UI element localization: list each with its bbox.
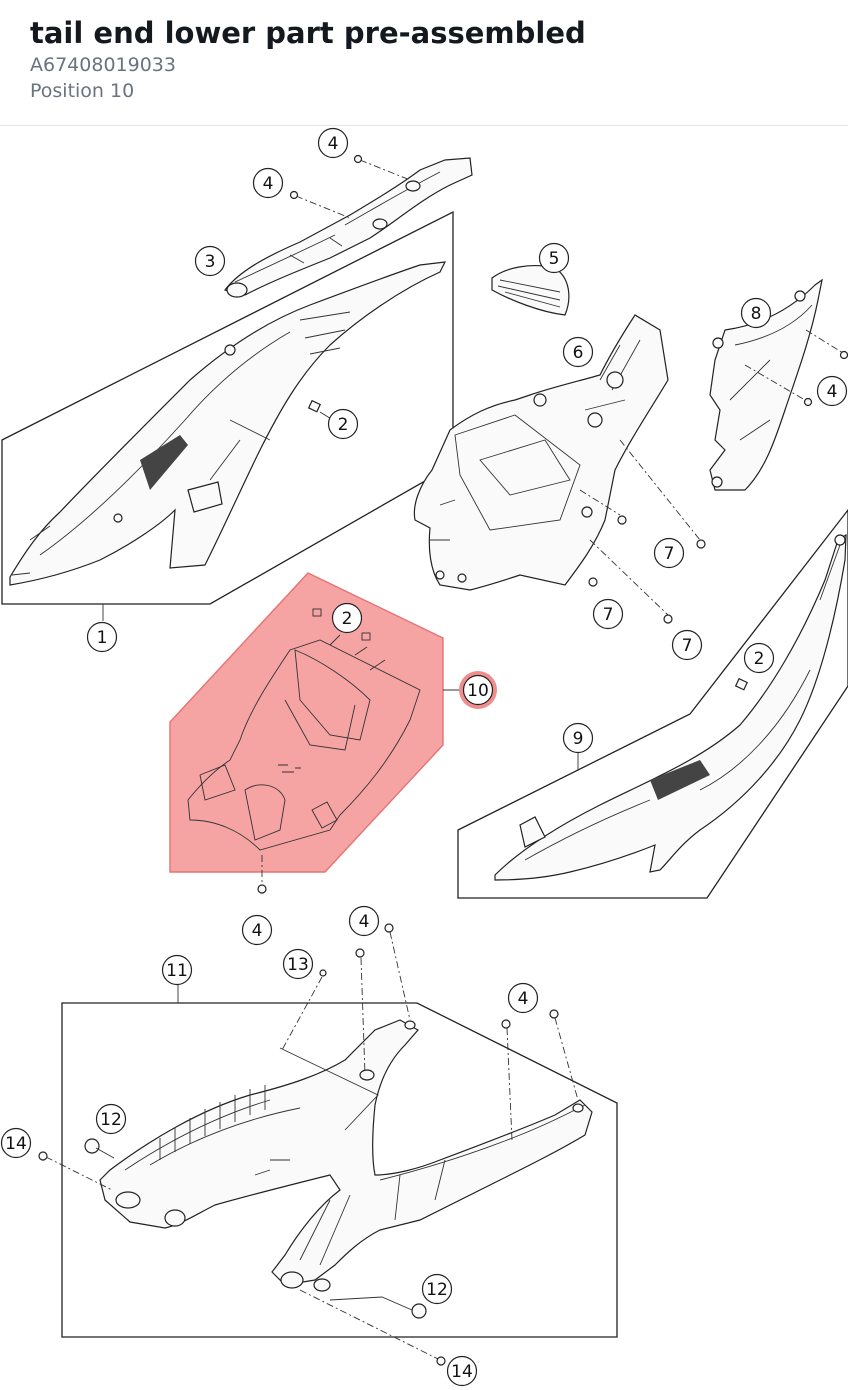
callout-c11[interactable]: 11 xyxy=(161,954,193,986)
callout-circle xyxy=(194,245,226,277)
callout-number: 1 xyxy=(97,628,108,648)
callout-circle xyxy=(252,167,284,199)
callout-c6[interactable]: 6 xyxy=(562,336,594,368)
callout-c3[interactable]: 3 xyxy=(194,245,226,277)
callout-c7c[interactable]: 7 xyxy=(671,629,703,661)
callout-number: 6 xyxy=(573,343,584,363)
group-11-frame xyxy=(61,1002,618,1338)
callout-circle xyxy=(816,375,848,407)
callout-c14a[interactable]: 14 xyxy=(0,1127,32,1159)
callout-circle xyxy=(562,722,594,754)
clip-part-2-left xyxy=(307,399,334,421)
callout-number: 9 xyxy=(573,729,584,749)
callout-number: 14 xyxy=(451,1362,473,1382)
callout-c4e[interactable]: 4 xyxy=(348,905,380,937)
callout-c4b[interactable]: 4 xyxy=(252,167,284,199)
callout-c10[interactable]: 10 xyxy=(459,671,497,709)
callout-circle xyxy=(317,127,349,159)
callout-number: 14 xyxy=(5,1134,27,1154)
callout-circle xyxy=(462,674,494,706)
callout-c7a[interactable]: 7 xyxy=(653,537,685,569)
group-1-frame xyxy=(1,210,454,605)
position-label: Position 10 xyxy=(30,80,135,102)
callout-number: 7 xyxy=(682,636,693,656)
callout-c1[interactable]: 1 xyxy=(86,621,118,653)
part-3-bracket[interactable] xyxy=(223,157,473,298)
callout-c2b[interactable]: 2 xyxy=(331,602,363,634)
callout-circle xyxy=(331,602,363,634)
callout-circle xyxy=(446,1355,478,1387)
callout-number: 4 xyxy=(263,174,274,194)
part-1-side-panel[interactable] xyxy=(9,261,447,586)
callout-number: 2 xyxy=(342,609,353,629)
callout-circle xyxy=(740,297,772,329)
part-8-bracket[interactable] xyxy=(709,278,823,491)
part-5-reflector[interactable] xyxy=(491,265,570,316)
bolts-part-6 xyxy=(579,439,706,624)
callout-number: 7 xyxy=(603,605,614,625)
callout-number: 4 xyxy=(518,989,529,1009)
callout-circle xyxy=(671,629,703,661)
callout-number: 12 xyxy=(100,1110,122,1130)
callout-circle xyxy=(743,642,775,674)
part-6-rear-frame[interactable] xyxy=(413,314,669,591)
callout-number: 4 xyxy=(328,134,339,154)
callout-c12a[interactable]: 12 xyxy=(95,1103,127,1135)
bolts-part-11 xyxy=(38,923,579,1366)
callout-circle xyxy=(562,336,594,368)
callout-c5[interactable]: 5 xyxy=(538,242,570,274)
callout-c2a[interactable]: 2 xyxy=(327,408,359,440)
callout-number: 3 xyxy=(205,252,216,272)
callout-c12b[interactable]: 12 xyxy=(421,1273,453,1305)
callout-circle xyxy=(507,982,539,1014)
bolts-part-8 xyxy=(744,329,848,407)
callout-number: 8 xyxy=(751,304,762,324)
callout-circle xyxy=(348,905,380,937)
bolt-part-10 xyxy=(257,855,267,894)
callout-number: 4 xyxy=(252,921,263,941)
callout-c8[interactable]: 8 xyxy=(740,297,772,329)
callout-circle xyxy=(592,598,624,630)
callout-circle xyxy=(327,408,359,440)
callout-circle xyxy=(161,954,193,986)
callout-circle xyxy=(653,537,685,569)
callout-c2c[interactable]: 2 xyxy=(743,642,775,674)
callout-number: 12 xyxy=(426,1280,448,1300)
part-10-tail-end-lower-part[interactable] xyxy=(187,608,421,851)
callout-c9[interactable]: 9 xyxy=(562,722,594,754)
callout-number: 2 xyxy=(338,415,349,435)
part-number: A67408019033 xyxy=(30,54,176,76)
part-11-rear-subframe[interactable] xyxy=(99,1019,593,1292)
callout-circle xyxy=(538,242,570,274)
callout-circle xyxy=(241,914,273,946)
callout-circle xyxy=(95,1103,127,1135)
callout-number: 13 xyxy=(287,955,309,975)
callout-number: 2 xyxy=(754,649,765,669)
bolts-part-3 xyxy=(289,154,411,219)
callout-number: 4 xyxy=(359,912,370,932)
callout-number: 7 xyxy=(664,544,675,564)
part-10-highlight-area[interactable] xyxy=(169,572,444,873)
callout-c7b[interactable]: 7 xyxy=(592,598,624,630)
callout-c13[interactable]: 13 xyxy=(282,948,314,980)
callout-c4c[interactable]: 4 xyxy=(816,375,848,407)
exploded-parts-diagram: 4 4 3 5 6 8 4 2 1 7 7 7 2 10 2 9 4 4 11 13 4 12 14 12 14 xyxy=(0,127,848,1387)
callout-circle xyxy=(421,1273,453,1305)
part-9-side-panel[interactable] xyxy=(494,533,847,881)
clip-part-2-right xyxy=(734,677,749,691)
callout-number: 4 xyxy=(827,382,838,402)
group-9-frame xyxy=(457,508,848,899)
callout-circle xyxy=(282,948,314,980)
callout-circle xyxy=(0,1127,32,1159)
callout-c4d[interactable]: 4 xyxy=(241,914,273,946)
callout-number: 10 xyxy=(467,681,489,701)
callout-c14b[interactable]: 14 xyxy=(446,1355,478,1387)
page-header: tail end lower part pre-assembled A67408… xyxy=(0,0,848,126)
callout-number: 11 xyxy=(166,961,188,981)
callout-circle xyxy=(86,621,118,653)
part-title: tail end lower part pre-assembled xyxy=(30,16,586,50)
callout-c4a[interactable]: 4 xyxy=(317,127,349,159)
callout-c4f[interactable]: 4 xyxy=(507,982,539,1014)
callout-number: 5 xyxy=(549,249,560,269)
